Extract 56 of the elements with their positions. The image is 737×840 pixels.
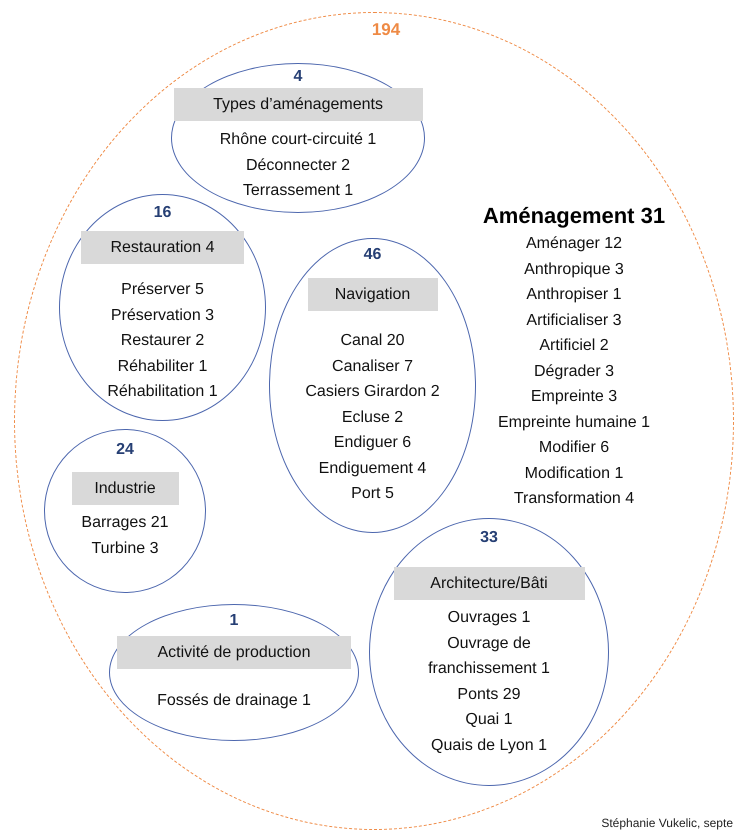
credit-text: Stéphanie Vukelic, septe <box>601 816 733 830</box>
term-count: Dégrader 3 <box>534 362 614 382</box>
category-count: 16 <box>154 203 172 223</box>
category-heading: Architecture/Bâti <box>394 567 584 600</box>
term-count: Anthropique 3 <box>524 260 624 280</box>
term-count: Endiguer 6 <box>334 433 412 453</box>
term-count: Modification 1 <box>524 464 624 484</box>
term-count: Modifier 6 <box>538 438 610 458</box>
term-count: Ouvrage de franchissement 1 <box>427 634 551 679</box>
category-ellipse <box>369 518 609 786</box>
term-count: Endiguement 4 <box>318 458 426 478</box>
category-count: 33 <box>480 528 498 548</box>
term-count: Aménager 12 <box>526 234 622 254</box>
term-count: Restaurer 2 <box>120 331 204 351</box>
total-count: 194 <box>370 19 402 41</box>
term-count: Casiers Girardon 2 <box>305 382 440 402</box>
term-count: Fossés de drainage 1 <box>157 691 311 711</box>
term-count: Quai 1 <box>465 710 513 730</box>
category-heading: Activité de production <box>117 636 351 669</box>
term-count: Anthropiser 1 <box>526 285 622 305</box>
term-count: Artificialiser 3 <box>526 310 622 330</box>
category-heading: Navigation <box>308 278 438 311</box>
term-count: Transformation 4 <box>514 489 634 509</box>
term-count: Canaliser 7 <box>332 356 413 376</box>
term-count: Artificiel 2 <box>539 336 609 356</box>
term-count: Canal 20 <box>340 331 405 351</box>
dashed-ellipse <box>14 12 734 830</box>
category-count: 1 <box>230 611 238 631</box>
category-count: 4 <box>294 67 302 87</box>
term-count: Empreinte humaine 1 <box>498 412 650 432</box>
term-count: Turbine 3 <box>91 538 158 558</box>
term-count: Ponts 29 <box>457 684 521 704</box>
term-count: Préservation 3 <box>110 306 214 326</box>
category-ellipse <box>171 63 425 213</box>
term-count: Barrages 21 <box>81 513 169 533</box>
term-count: Déconnecter 2 <box>246 156 350 176</box>
category-heading: Industrie <box>72 472 178 505</box>
category-heading: Types d’aménagements <box>174 88 422 121</box>
term-count: Empreinte 3 <box>530 387 618 407</box>
term-count: Quais de Lyon 1 <box>431 736 547 756</box>
term-count: Port 5 <box>351 484 394 504</box>
term-count: Préserver 5 <box>121 280 204 300</box>
term-count: Ouvrages 1 <box>448 608 530 628</box>
term-count: Terrassement 1 <box>242 181 354 201</box>
term-count: Rhône court-circuité 1 <box>220 130 376 150</box>
category-ellipse <box>269 238 476 533</box>
category-heading: Restauration 4 <box>81 231 244 264</box>
term-count: Réhabiliter 1 <box>118 356 208 376</box>
category-ellipse <box>109 604 359 741</box>
term-count: Réhabilitation 1 <box>107 382 218 402</box>
category-count: 24 <box>116 440 134 460</box>
category-ellipse <box>44 429 206 593</box>
group-title: Aménagement 31 <box>482 202 666 230</box>
category-count: 46 <box>364 245 382 265</box>
term-count: Ecluse 2 <box>342 408 404 428</box>
category-ellipse <box>59 194 266 421</box>
